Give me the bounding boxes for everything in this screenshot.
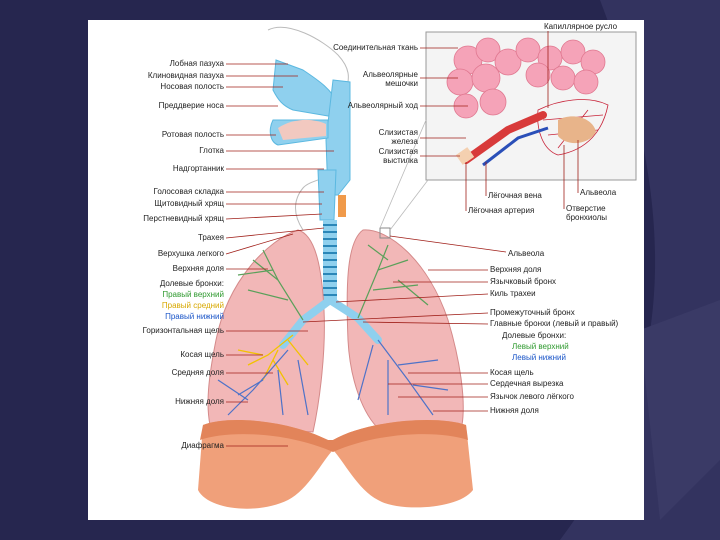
label-right-upper: Правый верхний [162,290,224,299]
slide: Лобная пазуха Клиновидная пазуха Носовая… [88,20,644,520]
label-lobar-bronchi-left: Долевые бронхи: [502,331,566,340]
label-right-lower: Правый нижний [165,312,224,321]
label-upper-lobe-left: Верхняя доля [490,265,541,274]
label-lingular-bronchus: Язычковый бронх [490,277,556,286]
label-nasal-cavity: Носовая полость [160,82,224,91]
label-alveolus: Альвеола [508,249,545,258]
label-nasal-vestibule: Преддверие носа [159,101,225,110]
label-alveolar-duct: Альвеолярный ход [348,101,419,110]
label-mucosa-1: Слизистая [379,147,418,156]
label-thyroid-cartilage: Щитовидный хрящ [154,199,224,208]
label-mucous-gland-1: Слизистая [379,128,418,137]
right-labels: Альвеола Верхняя доля Язычковый бронх Ки… [302,235,619,415]
zoom-box [379,227,391,239]
larynx [317,169,337,221]
tongue [278,119,326,140]
label-right-middle: Правый средний [162,301,224,310]
label-cricoid-cartilage: Перстневидный хрящ [143,214,224,223]
diaphragm-shade [200,420,468,452]
bronchial-tree-blue [217,339,449,416]
thyroid-gland [338,195,346,217]
label-bronchiole-opening-1: Отверстие [566,204,606,213]
label-oblique-fissure-left: Косая щель [490,368,534,377]
label-pulmonary-artery: Лёгочная артерия [468,206,534,215]
pulmonary-artery [462,111,547,164]
label-epiglottis: Надгортанник [173,164,225,173]
respiratory-system-diagram: Лобная пазуха Клиновидная пазуха Носовая… [143,22,637,509]
label-mucous-gland-2: железа [391,137,418,146]
label-diaphragm: Диафрагма [181,441,224,450]
label-oblique-fissure: Косая щель [180,350,224,359]
label-vocal-fold: Голосовая складка [154,187,225,196]
label-alveolar-sacs-1: Альвеолярные [363,70,419,79]
label-lingula: Язычок левого лёгкого [490,392,574,401]
label-sphenoid-sinus: Клиновидная пазуха [148,71,225,80]
label-lower-lobe: Нижняя доля [175,397,224,406]
diaphragm [198,420,473,509]
mucosa-cut [455,147,475,165]
label-left-lower: Левый нижний [512,353,566,362]
label-frontal-sinus: Лобная пазуха [170,59,225,68]
label-alveolar-sacs-2: мешочки [385,79,418,88]
label-bronchiole-opening-2: бронхиолы [566,213,607,222]
label-upper-lobe: Верхняя доля [173,264,224,273]
label-lobar-bronchi: Долевые бронхи: [160,279,224,288]
label-lower-lobe-left: Нижняя доля [490,406,539,415]
bronchial-tree-green [237,244,429,321]
label-alveolus-inset: Альвеола [580,188,617,197]
label-mucosa-2: выстилка [383,156,418,165]
trachea [323,220,337,300]
label-connective-tissue: Соединительная ткань [333,43,418,52]
label-middle-lobe: Средняя доля [172,368,224,377]
label-oral-cavity: Ротовая полость [162,130,224,139]
bronchiole-opening [558,116,596,144]
label-intermediate-bronchus: Промежуточный бронх [490,308,575,317]
label-left-upper: Левый верхний [512,342,569,351]
label-pharynx: Глотка [199,146,224,155]
label-capillary-bed: Капиллярное русло [544,22,618,31]
label-pulmonary-vein: Лёгочная вена [488,191,542,200]
label-cardiac-notch: Сердечная вырезка [490,379,564,388]
left-labels: Лобная пазуха Клиновидная пазуха Носовая… [143,59,334,450]
label-lung-apex: Верхушка легкого [158,249,225,258]
label-carina: Киль трахеи [490,289,536,298]
label-horizontal-fissure: Горизонтальная щель [143,326,224,335]
alveolar-sacs [446,37,606,119]
pulmonary-vein [482,126,549,167]
label-main-bronchi: Главные бронхи (левый и правый) [490,319,619,328]
label-trachea: Трахея [198,233,224,242]
inset-labels: Капиллярное русло Соединительная ткань А… [333,22,618,222]
